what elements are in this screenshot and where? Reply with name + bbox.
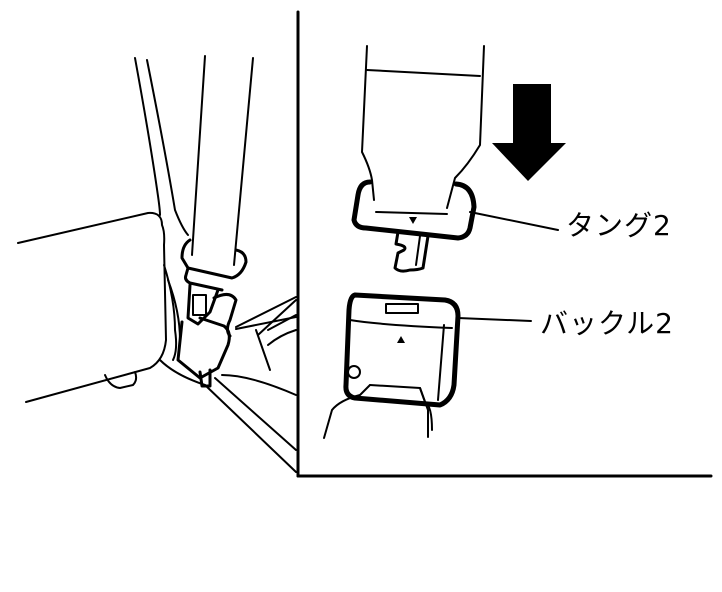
belt-webbing-left <box>191 55 254 266</box>
hand <box>323 384 433 439</box>
buckle-assembly-left <box>176 238 248 388</box>
tongue-plate <box>351 179 477 273</box>
triangle-up-marker <box>397 336 405 343</box>
seat-illustration <box>17 57 297 473</box>
tongue-leader-line <box>469 211 559 231</box>
buckle-label: バックル2 <box>540 307 674 340</box>
arrow-down-icon <box>492 84 566 181</box>
leader-lines <box>457 211 559 322</box>
tongue-webbing <box>361 45 485 209</box>
tongue-label: タング2 <box>566 209 672 242</box>
detail-panel-frame <box>296 10 713 478</box>
triangle-down-marker <box>409 217 417 224</box>
buckle-leader-line <box>457 317 532 322</box>
buckle-body <box>343 292 461 408</box>
detail-callout-wedge <box>235 296 297 330</box>
